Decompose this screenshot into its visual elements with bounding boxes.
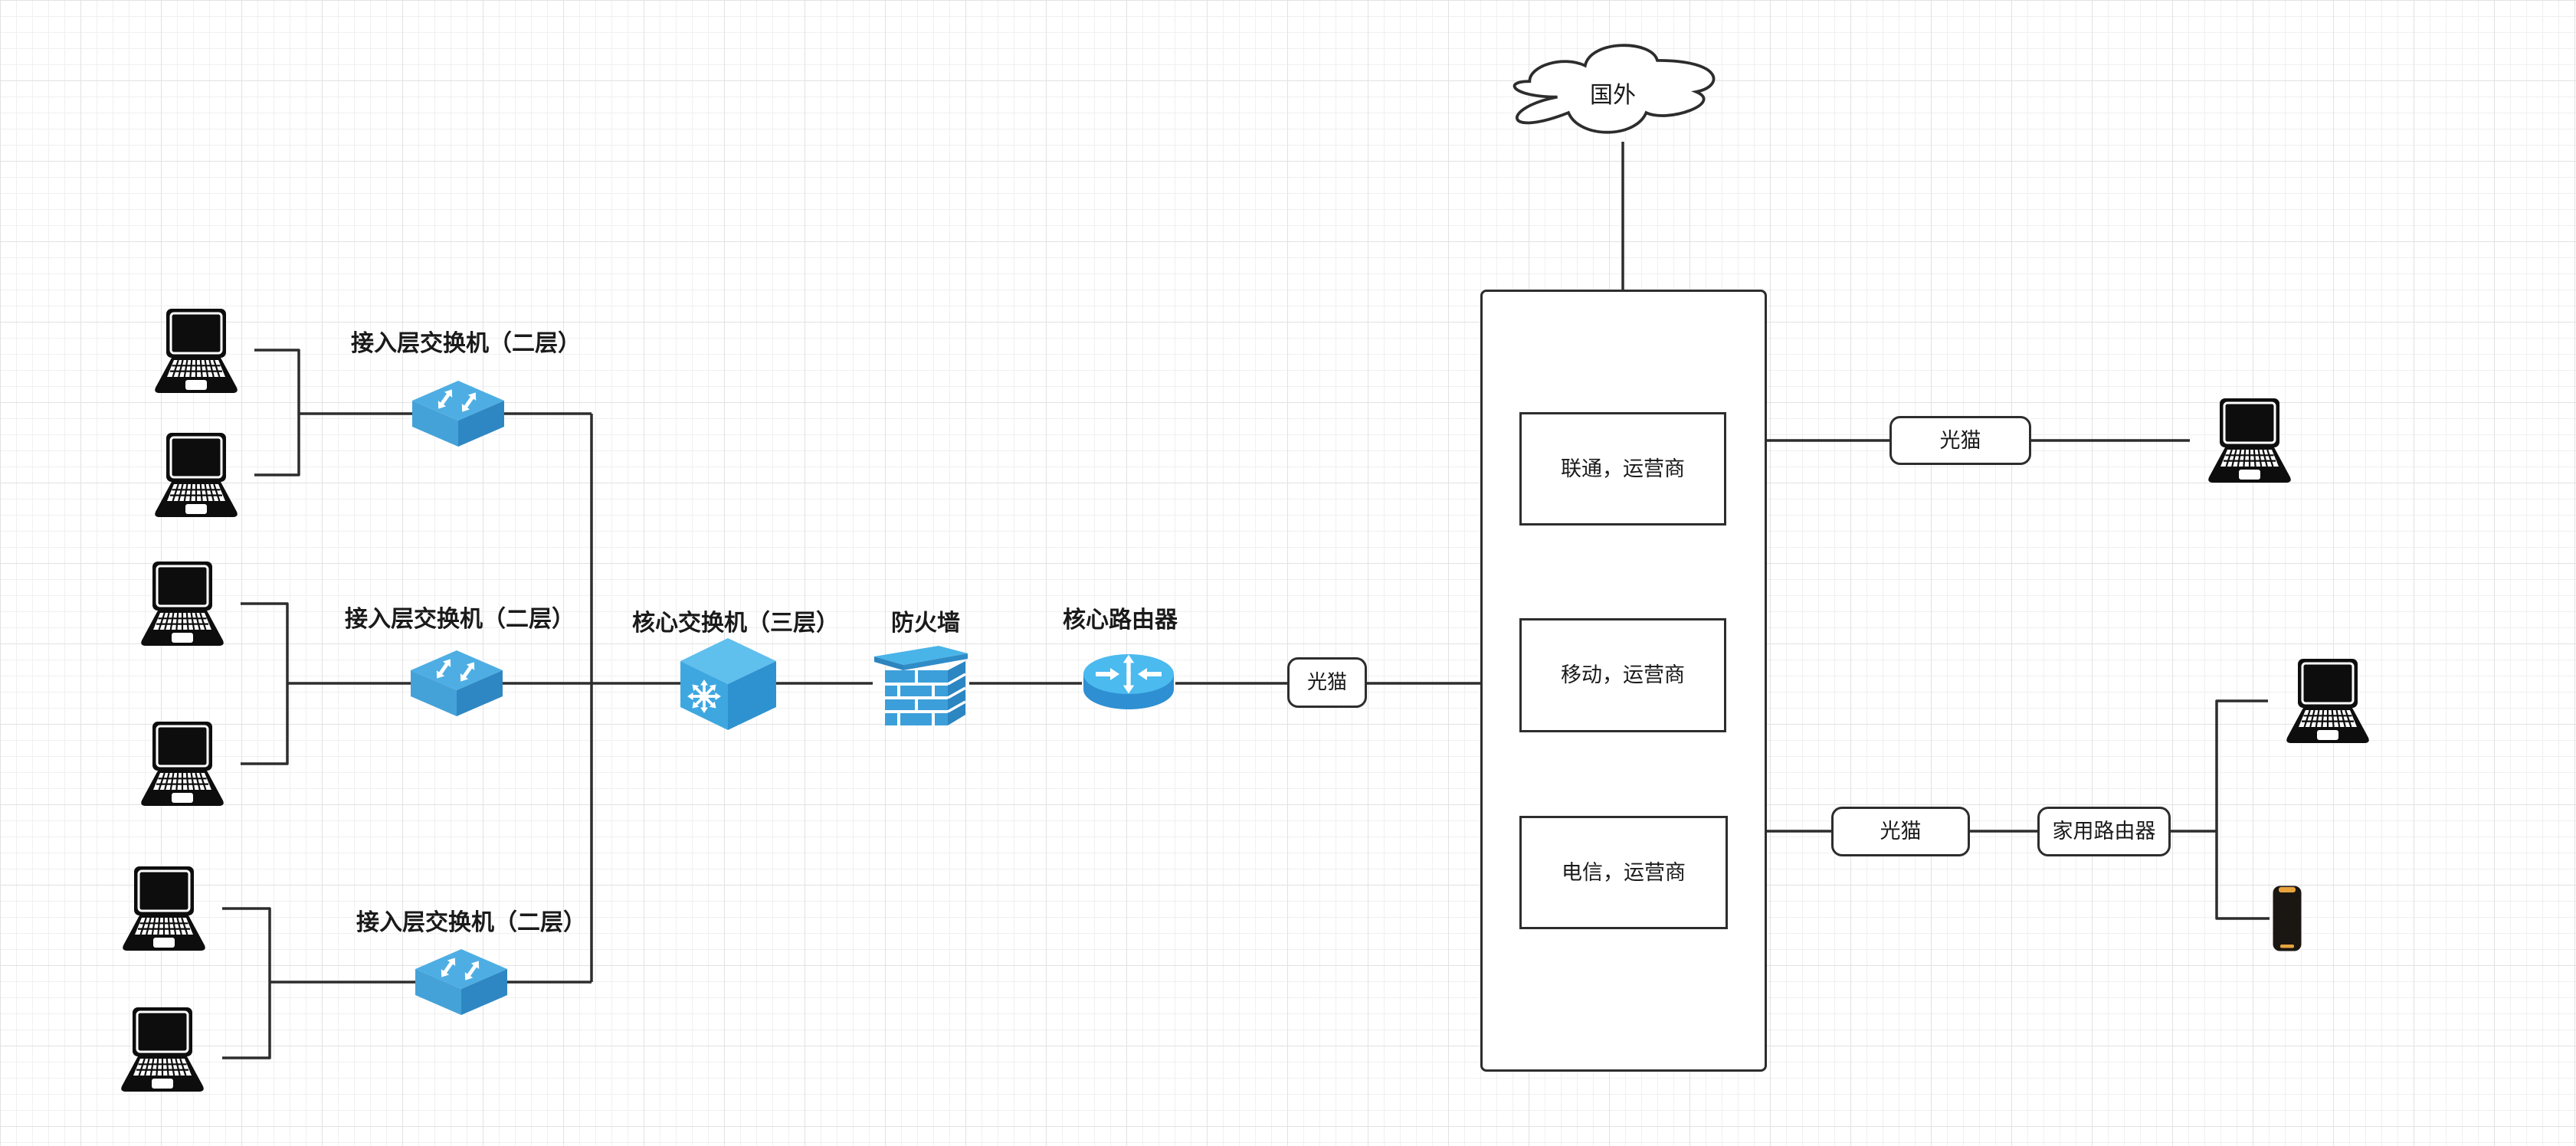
connector-laptops-a[interactable] [254,349,300,476]
laptop-right-top[interactable] [2191,397,2308,486]
laptop-icon [153,431,239,519]
modem-core[interactable]: 光猫 [1287,657,1367,708]
cloud-label: 国外 [1590,83,1636,108]
isp-box-mobile-label: 移动，运营商 [1561,663,1685,687]
laptop-icon [2285,657,2371,745]
cloud-foreign-network[interactable]: 国外 [1496,31,1730,142]
access-switch-c[interactable] [415,949,507,1019]
home-router-label: 家用路由器 [2052,820,2156,843]
laptop-icon [120,1006,205,1093]
firewall[interactable] [873,640,969,731]
label-firewall[interactable]: 防火墙 [891,611,960,636]
label-core-router[interactable]: 核心路由器 [1063,607,1178,633]
connector-laptops-b[interactable] [241,602,289,765]
laptop-right-bottom[interactable] [2270,657,2386,747]
laptop-icon [153,307,239,395]
access-switch-b[interactable] [411,650,503,720]
isp-box-unicom[interactable]: 联通，运营商 [1519,412,1726,526]
isp-box-telecom[interactable]: 电信，运营商 [1519,816,1728,929]
modem-bottom[interactable]: 光猫 [1831,807,1970,856]
core-switch[interactable] [680,638,776,734]
modem-top-label: 光猫 [1939,428,1981,452]
connector-laptops-c[interactable] [222,907,271,1059]
smartphone-icon [2273,886,2302,951]
access-switch-a[interactable] [412,381,504,450]
smartphone[interactable] [2272,885,2302,956]
l2-switch-icon [415,949,507,1015]
core-router[interactable] [1082,653,1175,718]
cloud-icon [1512,44,1716,134]
laptop-icon [139,720,225,807]
isp-box-telecom-label: 电信，运营商 [1562,860,1686,884]
label-access-switch-a[interactable]: 接入层交换机（二层） [351,331,581,356]
l3-switch-cube-icon [680,638,776,730]
laptop-b2[interactable] [124,720,241,810]
home-router-box[interactable]: 家用路由器 [2037,807,2171,856]
isp-box-mobile[interactable]: 移动，运营商 [1519,618,1726,732]
laptop-a1[interactable] [138,307,254,397]
modem-core-label: 光猫 [1306,670,1347,694]
l2-switch-icon [411,650,503,716]
l2-switch-icon [412,381,504,447]
laptop-c2[interactable] [104,1006,221,1095]
laptop-b1[interactable] [124,560,241,650]
laptop-a2[interactable] [138,431,254,521]
firewall-brick-icon [873,644,969,727]
laptop-c1[interactable] [106,865,222,954]
laptop-icon [139,560,225,647]
label-access-switch-c[interactable]: 接入层交换机（二层） [356,910,586,935]
label-core-switch[interactable]: 核心交换机（三层） [632,611,839,636]
laptop-icon [2207,397,2293,484]
modem-top[interactable]: 光猫 [1889,416,2031,465]
label-access-switch-b[interactable]: 接入层交换机（二层） [345,607,575,632]
router-cylinder-icon [1082,653,1175,714]
isp-box-unicom-label: 联通，运营商 [1561,457,1685,480]
modem-bottom-label: 光猫 [1880,820,1922,843]
home-bus-line[interactable] [2215,699,2270,920]
laptop-icon [121,865,207,952]
